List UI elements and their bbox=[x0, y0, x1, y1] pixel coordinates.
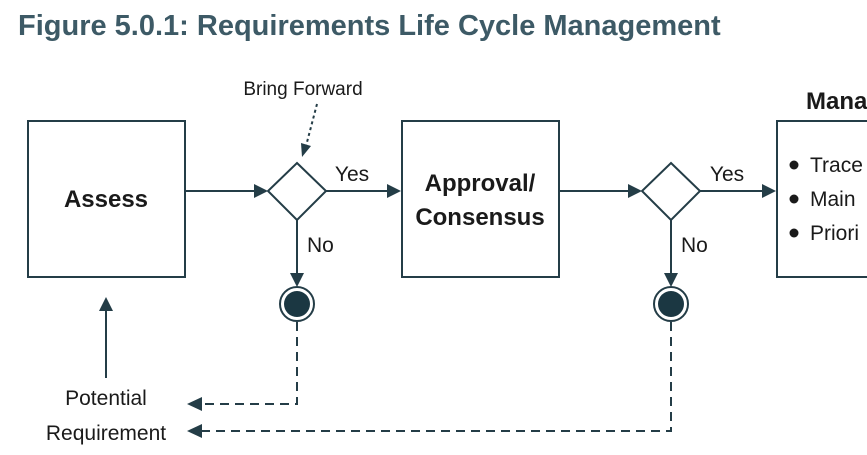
end-node-1-core bbox=[284, 291, 310, 317]
potential-label-line1: Potential bbox=[65, 387, 147, 410]
figure-title: Figure 5.0.1: Requirements Life Cycle Ma… bbox=[18, 10, 721, 42]
arrowhead bbox=[187, 424, 202, 438]
arrowhead bbox=[387, 184, 401, 198]
end-node-2-core bbox=[658, 291, 684, 317]
approval-label-line1: Approval/ bbox=[425, 170, 536, 197]
arrowhead bbox=[664, 273, 678, 287]
arrowhead bbox=[762, 184, 776, 198]
bring-forward-label: Bring Forward bbox=[243, 79, 362, 100]
manage-item-1: Trace bbox=[810, 154, 863, 177]
decision-diamond-1 bbox=[266, 161, 328, 222]
bullet-icon bbox=[789, 228, 799, 238]
decision-diamond-2 bbox=[640, 161, 702, 222]
bullet-icon bbox=[789, 194, 799, 204]
arrowhead bbox=[187, 397, 202, 411]
manage-heading: Mana bbox=[806, 88, 867, 115]
arrowhead bbox=[301, 143, 311, 157]
manage-item-2: Main bbox=[810, 188, 856, 211]
potential-label-line2: Requirement bbox=[46, 422, 166, 445]
return-path-2 bbox=[202, 322, 672, 432]
approval-consensus-box bbox=[401, 120, 560, 278]
bring-forward-pointer bbox=[305, 103, 318, 147]
assess-box bbox=[27, 120, 186, 278]
arrowhead bbox=[290, 273, 304, 287]
approval-label-line2: Consensus bbox=[415, 204, 544, 231]
bullet-icon bbox=[789, 160, 799, 170]
yes-label-2: Yes bbox=[710, 163, 744, 186]
manage-item-3: Priori bbox=[810, 222, 859, 245]
no-label-2: No bbox=[681, 234, 708, 257]
return-path-1 bbox=[202, 322, 298, 405]
assess-label: Assess bbox=[64, 186, 148, 213]
arrowhead bbox=[99, 297, 113, 311]
arrowhead bbox=[628, 184, 642, 198]
yes-label-1: Yes bbox=[335, 163, 369, 186]
no-label-1: No bbox=[307, 234, 334, 257]
arrowhead bbox=[254, 184, 268, 198]
